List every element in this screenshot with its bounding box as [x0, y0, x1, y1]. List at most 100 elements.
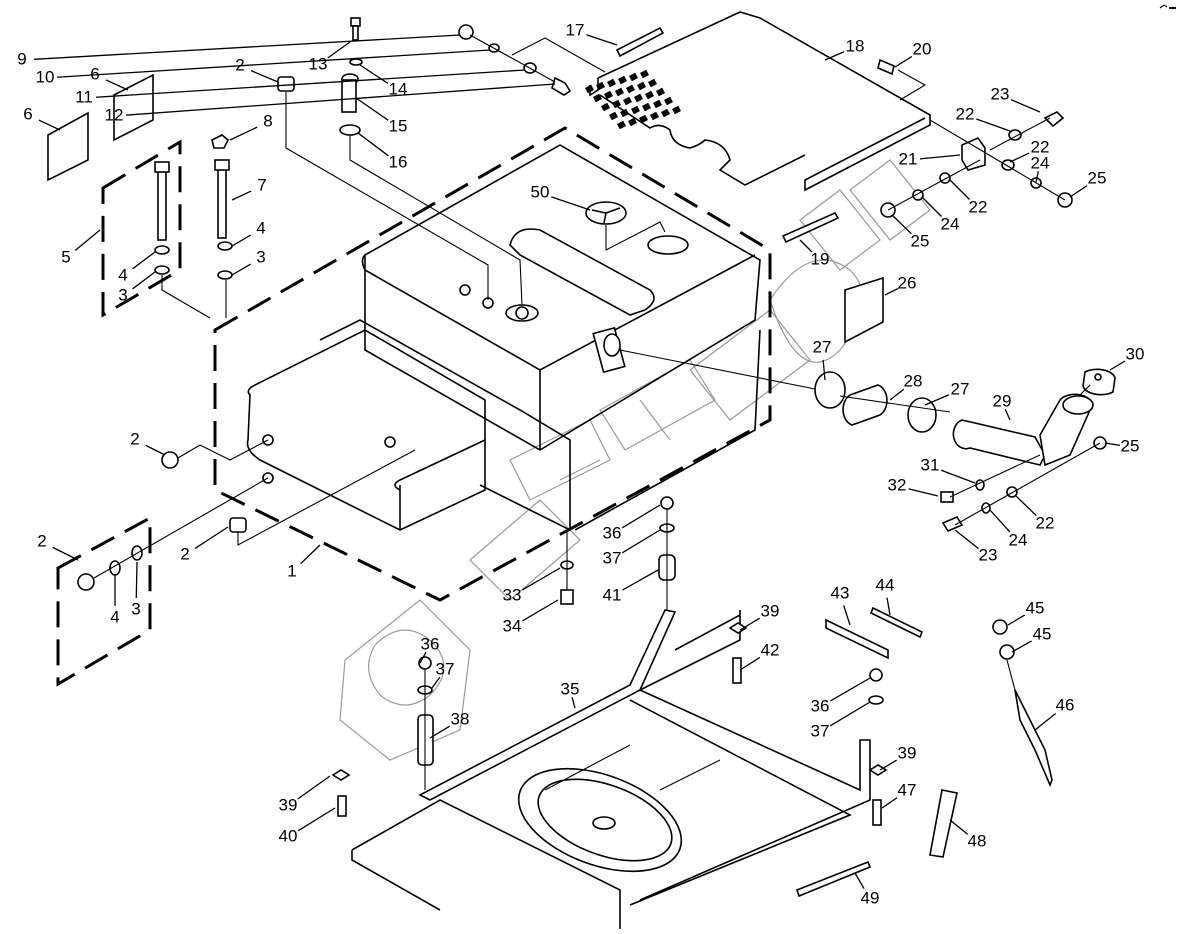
callout-number: 45	[1033, 624, 1052, 643]
leader-line	[1069, 185, 1088, 198]
leader-line	[843, 605, 851, 626]
callout-number: 12	[105, 105, 124, 124]
leader-line	[571, 697, 576, 709]
leader-line	[884, 287, 899, 296]
leader-line	[1004, 408, 1011, 421]
leader-line	[924, 394, 950, 406]
callout-c4c: 4	[110, 574, 120, 626]
callout-c18: 18	[824, 36, 864, 61]
callout-number: 45	[1026, 598, 1045, 617]
callout-number: 6	[90, 64, 99, 83]
callout-number: 5	[61, 247, 70, 266]
leader-line	[231, 190, 252, 201]
leader-line	[33, 34, 461, 60]
callout-number: 39	[279, 795, 298, 814]
leader-line	[622, 569, 659, 591]
mesh-cell	[634, 93, 643, 103]
part-pad-48	[929, 789, 958, 858]
leader-line	[231, 263, 251, 276]
part-fasteners-39-40	[331, 769, 351, 817]
leader-line	[297, 775, 331, 800]
callout-c39c: 39	[879, 743, 917, 771]
part-mount-36-37-right	[868, 668, 884, 705]
mesh-cell	[593, 93, 602, 103]
callout-c25c: 25	[1104, 436, 1140, 455]
callout-c41: 41	[603, 569, 659, 604]
leader-line	[1010, 99, 1041, 113]
callout-number: 39	[761, 601, 780, 620]
leader-line	[95, 69, 526, 98]
watermark	[339, 159, 931, 761]
leader-line	[940, 469, 976, 484]
leader-line	[621, 504, 661, 529]
callout-c46: 46	[1034, 695, 1074, 731]
callout-c30: 30	[1109, 344, 1145, 371]
mesh-cell	[585, 84, 594, 94]
callout-number: 4	[110, 607, 119, 626]
callout-c13: 13	[309, 41, 351, 73]
leader-line	[194, 526, 229, 549]
callout-number: 30	[1126, 344, 1145, 363]
callout-number: 4	[118, 265, 127, 284]
leader-line	[105, 79, 129, 91]
leader-line	[135, 561, 138, 599]
callout-number: 40	[279, 826, 298, 845]
callout-number: 11	[75, 87, 93, 106]
leader-line	[989, 509, 1011, 533]
callout-c8: 8	[229, 111, 273, 141]
callout-number: 8	[263, 111, 272, 130]
leader-line	[1009, 152, 1030, 163]
callout-c37a: 37	[603, 529, 661, 567]
leader-line	[52, 546, 79, 561]
leader-line	[551, 196, 591, 211]
callout-number: 24	[1031, 153, 1050, 172]
part-bolt-20	[877, 58, 927, 101]
leader-line	[429, 725, 451, 739]
callout-c23b: 23	[954, 529, 997, 564]
leader-line	[522, 567, 561, 591]
leader-line	[908, 488, 939, 497]
mesh-cell	[653, 99, 662, 109]
callout-c12: 12	[105, 83, 556, 124]
callout-c22c: 22	[949, 179, 987, 216]
part-strip-49	[796, 860, 872, 898]
leader-line	[919, 154, 961, 160]
mesh-cell	[615, 87, 624, 97]
part-plug-2-left	[161, 439, 269, 469]
callout-c22d: 22	[1015, 495, 1054, 532]
callout-number: 24	[1009, 530, 1028, 549]
callout-number: 21	[899, 149, 918, 168]
leader-line	[357, 132, 389, 157]
callout-number: 25	[1121, 436, 1140, 455]
mesh-cell	[642, 102, 651, 112]
callout-c22b: 22	[1009, 137, 1049, 163]
part-fasteners-39-47	[868, 764, 888, 826]
callout-c29: 29	[993, 391, 1011, 421]
callout-number: 36	[421, 634, 440, 653]
mesh-cell	[620, 108, 629, 118]
callout-number: 1	[287, 561, 296, 580]
leader-line	[889, 388, 905, 401]
part-gauge-45-46	[992, 619, 1053, 788]
callout-number: 23	[991, 84, 1010, 103]
callout-labels: 1222233344456678910111213141516171819202…	[17, 20, 1144, 907]
callout-c16: 16	[357, 132, 407, 171]
callout-number: 44	[876, 575, 895, 594]
callout-c2a: 2	[235, 55, 279, 83]
callout-c14: 14	[359, 64, 407, 98]
callout-number: 25	[911, 231, 930, 250]
part-mesh-grille	[585, 69, 681, 130]
callout-c4a: 4	[118, 251, 156, 284]
callout-c37c: 37	[811, 701, 871, 740]
callout-number: 36	[811, 696, 830, 715]
callout-c6b: 6	[90, 64, 129, 91]
part-bolt-7	[211, 134, 233, 318]
callout-number: 39	[898, 743, 917, 762]
part-frame-35	[351, 609, 871, 929]
callout-c5: 5	[61, 229, 101, 266]
callout-number: 3	[131, 599, 140, 618]
part-label-6b	[113, 73, 154, 142]
mesh-cell	[626, 84, 635, 94]
callout-number: 2	[180, 544, 189, 563]
